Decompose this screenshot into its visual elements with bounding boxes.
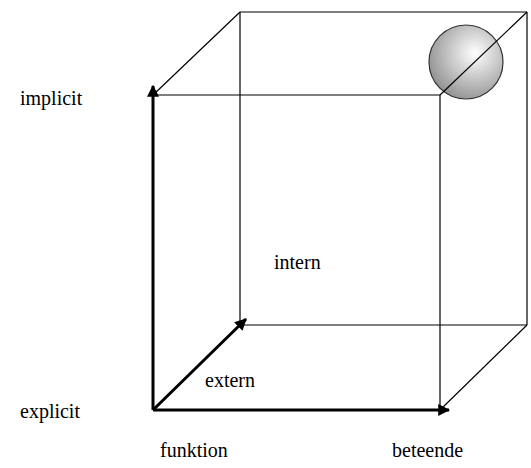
axis-label: funktion [160,438,228,462]
cube-edges [153,12,527,410]
axis-label: extern [205,368,255,392]
axis-label: explicit [20,399,80,423]
axis-label: implicit [20,86,82,110]
sphere [429,25,503,99]
axis-label: beteende [392,438,463,462]
cube-edge [440,12,527,95]
axis-label: intern [274,250,321,274]
axis-arrows [153,86,449,410]
